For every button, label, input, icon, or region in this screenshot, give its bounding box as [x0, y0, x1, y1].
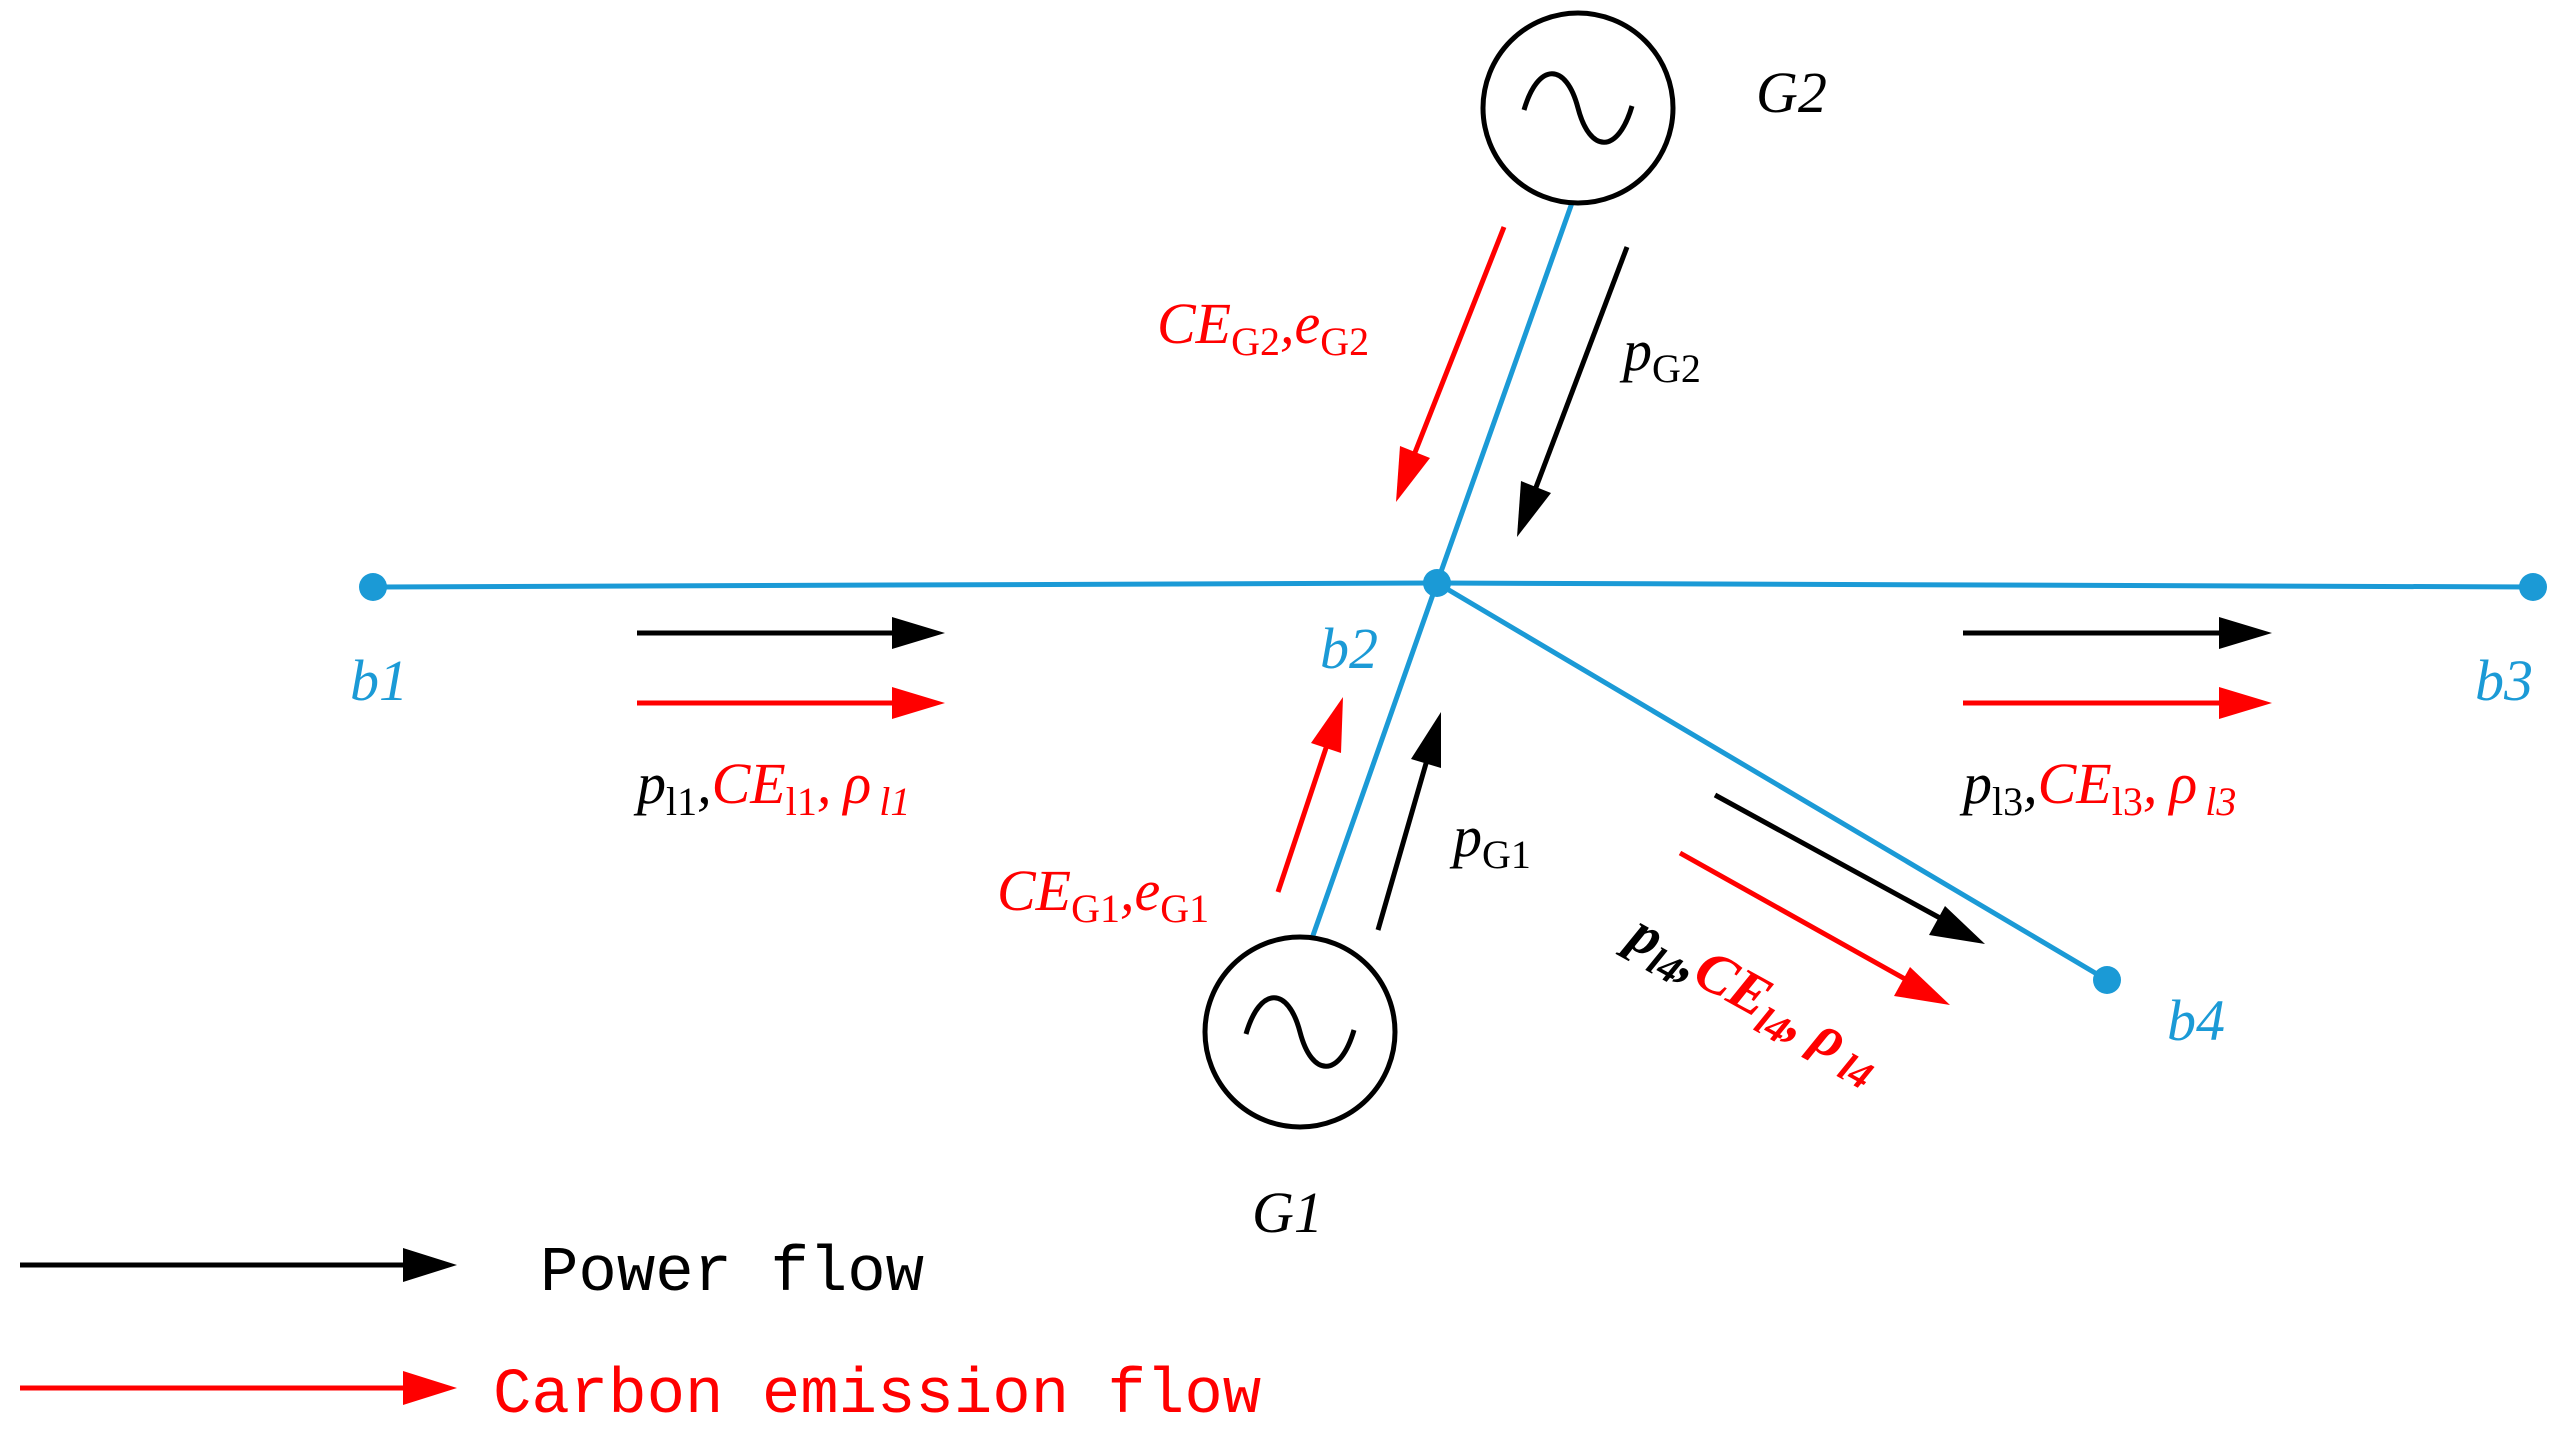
carbon-intensity-subscript: l1 [879, 779, 910, 824]
carbon-emission-symbol: CE [2038, 751, 2112, 816]
bus-node-b4 [2093, 966, 2121, 994]
legend-carbon-label: Carbon emission flow [493, 1360, 1261, 1429]
carbon-emission-subscript: l1 [786, 779, 817, 824]
carbon-label-g1: CEG1,eG1 [997, 858, 1209, 931]
separator: , [2023, 751, 2038, 816]
carbon-label-g2: CEG2,eG2 [1157, 291, 1369, 364]
carbon-arrowhead-g1 [1311, 697, 1343, 753]
power-flow-arrow-g1 [1375, 759, 1430, 931]
separator: , [1120, 858, 1135, 923]
emission-rate-subscript: G2 [1320, 319, 1369, 364]
power-subscript: l1 [666, 779, 697, 824]
flow-label-line4: pl4,CEl4,ρl4 [1610, 897, 1893, 1098]
legend-power-label: Power flow [540, 1238, 924, 1310]
line-b2-g1 [1307, 582, 1440, 945]
power-subscript: G2 [1652, 346, 1701, 391]
separator: , [817, 751, 832, 816]
generator-label-g1: G1 [1252, 1180, 1323, 1245]
power-symbol: p [1619, 318, 1652, 383]
legend-carbon-arrowhead [403, 1371, 457, 1405]
bus-node-b3 [2519, 573, 2547, 601]
line-b2-g2 [1434, 199, 1576, 584]
sine-wave-icon [1243, 995, 1357, 1069]
power-arrowhead-line3 [2219, 617, 2272, 649]
legend-power-arrowhead [403, 1248, 457, 1282]
carbon-intensity-subscript: l3 [2205, 779, 2236, 824]
line-b2-b3 [1436, 580, 2534, 590]
generator-labels: G2 G1 [1252, 60, 1827, 1245]
carbon-emission-subscript: G1 [1071, 886, 1120, 931]
separator: , [697, 751, 712, 816]
carbon-arrowhead-line1 [892, 687, 945, 719]
sine-wave-icon [1521, 71, 1635, 145]
carbon-emission-symbol: CE [997, 858, 1071, 923]
line-b1-b2 [372, 580, 1438, 590]
carbon-emission-subscript: G2 [1231, 319, 1280, 364]
transmission-lines [372, 199, 2534, 983]
power-symbol: p [633, 751, 666, 816]
power-flow-arrow-line4 [1713, 792, 1942, 921]
carbon-arrowhead-line4 [1894, 967, 1950, 1005]
carbon-flow-arrow-g2 [1411, 226, 1507, 456]
emission-rate-subscript: G1 [1160, 886, 1209, 931]
power-arrowhead-g1 [1411, 712, 1441, 768]
carbon-emission-symbol: CE [712, 751, 786, 816]
legend: Power flow Carbon emission flow [20, 1238, 1261, 1429]
power-arrowhead-line1 [892, 617, 945, 649]
emission-rate-symbol: e [1295, 291, 1321, 356]
bus-node-b1 [359, 573, 387, 601]
bus-label-b2: b2 [1320, 616, 1378, 681]
power-symbol: p [1449, 804, 1482, 869]
bus-labels: b1 b2 b3 b4 [350, 616, 2533, 1053]
line-b2-b4 [1435, 580, 2109, 983]
separator: , [2143, 751, 2158, 816]
power-label-g1: pG1 [1449, 804, 1531, 877]
carbon-flow-arrow-line4 [1678, 850, 1907, 982]
carbon-emission-symbol: CE [1157, 291, 1231, 356]
power-label-g2: pG2 [1619, 318, 1701, 391]
power-subscript: l3 [1992, 779, 2023, 824]
bus-node-b2 [1423, 569, 1451, 597]
bus-nodes [359, 569, 2547, 994]
generator-g1 [1202, 934, 1398, 1130]
power-arrowhead-line4 [1929, 906, 1985, 944]
bus-label-b3: b3 [2475, 648, 2533, 713]
carbon-arrowhead-line3 [2219, 687, 2272, 719]
carbon-intensity-symbol: ρ [2167, 751, 2197, 816]
carbon-arrowhead-g2 [1396, 446, 1430, 502]
carbon-flow-arrow-g1 [1275, 744, 1330, 893]
carbon-emission-subscript: l3 [2112, 779, 2143, 824]
bus-label-b4: b4 [2167, 988, 2225, 1053]
generator-label-g2: G2 [1756, 60, 1827, 125]
power-flow-arrow-g2 [1532, 246, 1630, 491]
power-subscript: G1 [1482, 832, 1531, 877]
generator-g2 [1480, 10, 1676, 206]
carbon-intensity-symbol: ρ [841, 751, 871, 816]
separator: , [1280, 291, 1295, 356]
emission-rate-symbol: e [1135, 858, 1161, 923]
power-symbol: p [1959, 751, 1992, 816]
power-arrowhead-g2 [1517, 481, 1551, 537]
bus-label-b1: b1 [350, 648, 408, 713]
flow-arrows [637, 226, 2272, 1005]
